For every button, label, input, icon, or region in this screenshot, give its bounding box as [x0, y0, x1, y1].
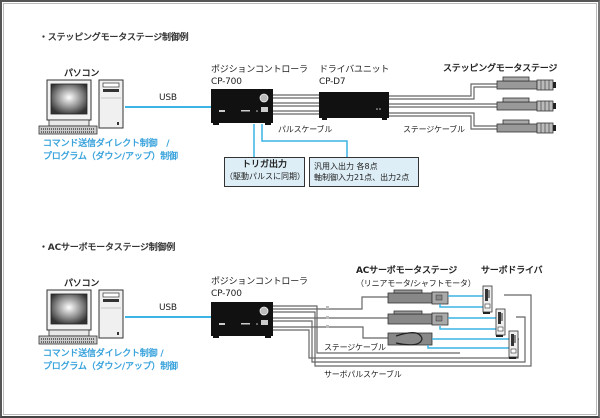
io-box: 汎用入出力 各8点 軸制御入力21点、出力2点 — [309, 157, 419, 187]
servo-pulse-cable-label: サーボパルスケーブル — [324, 370, 402, 379]
stepping-stage-icon — [496, 119, 557, 134]
shaft-motor-stage-icon — [387, 332, 433, 346]
pc-control-label: コマンド送信ダイレクト制御 / — [43, 349, 164, 359]
pc-label: パソコン — [64, 279, 100, 289]
controller-model: CP-700 — [211, 77, 242, 87]
controller-model: CP-700 — [211, 289, 242, 299]
servo-cables — [273, 294, 532, 367]
servo-driver-icon — [508, 330, 519, 360]
trigger-output-box: トリガ出力 （駆動パルスに同期） — [224, 157, 305, 187]
servo-driver-label: サーボドライバ — [481, 266, 543, 276]
pc-icon — [38, 289, 124, 345]
servo-signal-lines — [427, 295, 509, 349]
stepping-stage-icon — [496, 97, 557, 112]
io-line — [261, 124, 348, 157]
driver-name: ドライバユニット — [319, 65, 390, 75]
servo-stage-icon — [387, 289, 449, 305]
stage-cable-label: ステージケーブル — [403, 125, 465, 134]
section2-title: ・ACサーボモータステージ制御例 — [39, 243, 176, 253]
trigger-output-note: （駆動パルスに同期） — [225, 172, 305, 181]
pc-control-label: プログラム（ダウン/アップ）制御 — [43, 152, 178, 162]
io-line1: 汎用入出力 各8点 — [314, 162, 378, 171]
stepping-stage-icon — [496, 76, 557, 91]
trigger-output-title: トリガ出力 — [241, 160, 287, 170]
controller-icon — [210, 88, 274, 126]
pc-icon — [38, 79, 124, 135]
section1-title: ・ステッピングモータステージ制御例 — [39, 33, 189, 43]
pulse-cable-label: パルスケーブル — [278, 125, 333, 134]
pc-control-label: コマンド送信ダイレクト制御 / — [43, 139, 170, 149]
controller-name: ポジションコントローラ — [211, 277, 308, 287]
controller-icon — [210, 301, 274, 339]
driver-model: CP-D7 — [319, 77, 346, 87]
stepping-stage-label: ステッピングモータステージ — [443, 64, 558, 74]
usb-label: USB — [159, 93, 177, 103]
pulse-cables — [273, 94, 319, 115]
controller-name: ポジションコントローラ — [211, 65, 308, 75]
io-line2: 軸制御入力21点、出力2点 — [314, 173, 410, 182]
usb-label: USB — [159, 303, 177, 313]
servo-driver-icon — [495, 308, 506, 338]
servo-stage-label: ACサーボモータステージ — [356, 266, 457, 276]
stage-cables — [389, 83, 497, 130]
pc-label: パソコン — [64, 69, 100, 79]
servo-stage-icon — [387, 310, 449, 326]
servo-driver-icon — [482, 285, 493, 315]
servo-stage-sublabel: （リニアモータ/シャフトモータ） — [356, 279, 476, 288]
stage-cable-label: ステージケーブル — [324, 343, 386, 352]
pc-control-label: プログラム（ダウン/アップ）制御 — [43, 362, 178, 372]
driver-unit-icon — [319, 92, 389, 120]
